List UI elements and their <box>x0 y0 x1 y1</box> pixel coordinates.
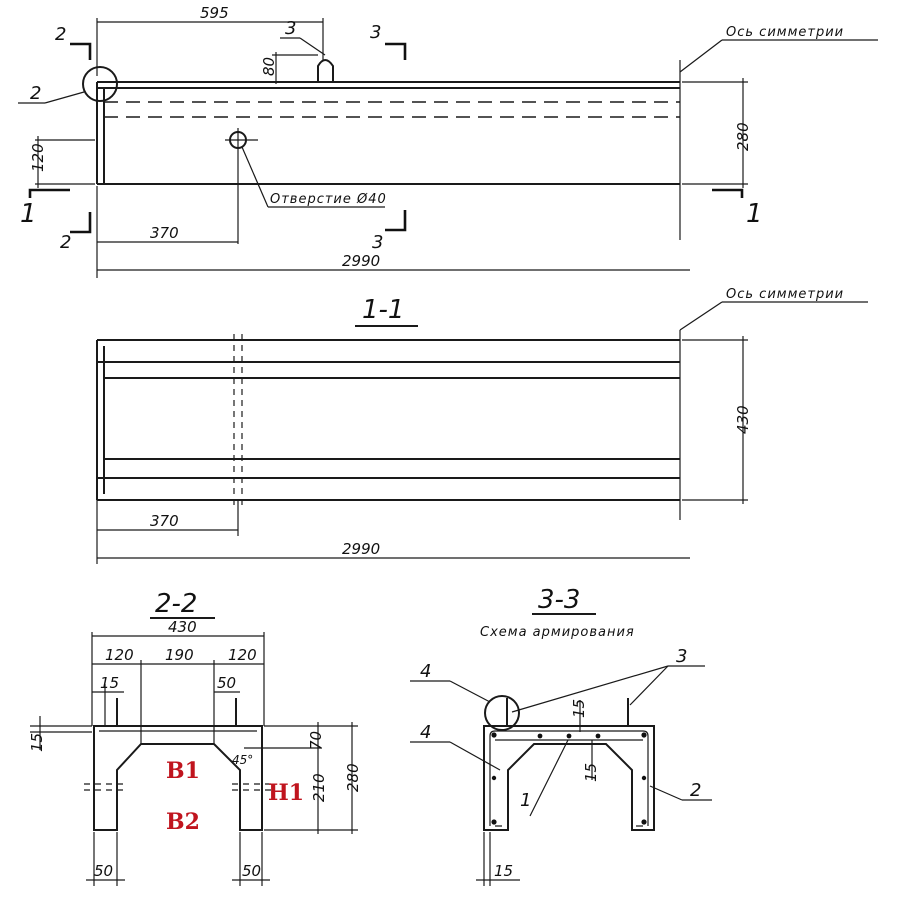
section-2-2: 2-2 430 120 190 120 15 50 15 <box>28 589 362 886</box>
dim-370-plan: 370 <box>150 512 179 530</box>
dim-15-bottom: 15 <box>494 862 513 880</box>
section-1-1-title: 1-1 <box>362 295 404 325</box>
pos-3: 3 <box>676 646 687 667</box>
callout-3: 3 <box>285 18 296 39</box>
detail-circle-4 <box>484 695 520 731</box>
lifting-loop <box>317 59 334 82</box>
cut-1-left: 1 <box>20 199 37 229</box>
dim-50a: 50 <box>217 674 236 692</box>
dim-2990-top: 2990 <box>342 252 380 270</box>
dim-190: 190 <box>165 646 194 664</box>
dim-430: 430 <box>168 618 197 636</box>
dim-15-mid: 15 <box>582 763 600 782</box>
dim-430-plan: 430 <box>734 405 752 434</box>
section-2-2-title: 2-2 <box>155 589 197 619</box>
section-1-1: 1-1 Ось симметрии 430 370 2990 <box>96 287 868 564</box>
cut-1-right: 1 <box>746 199 763 229</box>
pos-4a: 4 <box>420 661 431 682</box>
dim-370-top: 370 <box>150 224 179 242</box>
detail-circle-2 <box>82 66 118 102</box>
rebar-dots <box>491 732 647 825</box>
dim-15a: 15 <box>100 674 119 692</box>
dim-210: 210 <box>310 773 328 802</box>
marker-h1: H1 <box>268 780 304 806</box>
dim-595: 595 <box>200 4 229 22</box>
hole-label: Отверстие Ø40 <box>270 192 387 207</box>
section-profile-3-3 <box>483 725 655 831</box>
axis-label-plan: Ось симметрии <box>726 287 844 302</box>
dim-15-top: 15 <box>570 699 588 718</box>
pos-4b: 4 <box>420 722 431 743</box>
marker-b2: B2 <box>166 809 200 835</box>
marker-b1: B1 <box>166 758 200 784</box>
section-profile-2-2 <box>93 725 263 831</box>
dim-45: 45° <box>232 753 253 767</box>
dim-70: 70 <box>307 731 325 750</box>
cut-2-bottom: 2 <box>60 232 71 253</box>
dim-80: 80 <box>260 57 278 76</box>
section-3-3: 3-3 Схема армирования 4 4 <box>410 585 712 886</box>
dim-50b: 50 <box>94 862 113 880</box>
dim-120b: 120 <box>228 646 257 664</box>
top-elevation-view: 595 80 3 3 2 2 Отвер <box>18 4 878 278</box>
dim-2990-plan: 2990 <box>342 540 380 558</box>
pos-1: 1 <box>520 790 531 811</box>
pos-2: 2 <box>690 780 701 801</box>
section-3-3-subtitle: Схема армирования <box>480 625 635 640</box>
dim-15b: 15 <box>28 733 46 752</box>
callout-2: 2 <box>30 83 41 104</box>
dim-280: 280 <box>734 122 752 151</box>
cut-3-bottom: 3 <box>372 232 383 253</box>
dim-50c: 50 <box>242 862 261 880</box>
dim-120: 120 <box>29 143 47 172</box>
dim-120a: 120 <box>105 646 134 664</box>
cut-3-top: 3 <box>370 22 381 43</box>
axis-label-top: Ось симметрии <box>726 25 844 40</box>
cut-2-top: 2 <box>55 24 66 45</box>
dim-280-section: 280 <box>344 763 362 792</box>
section-3-3-title: 3-3 <box>538 585 580 615</box>
